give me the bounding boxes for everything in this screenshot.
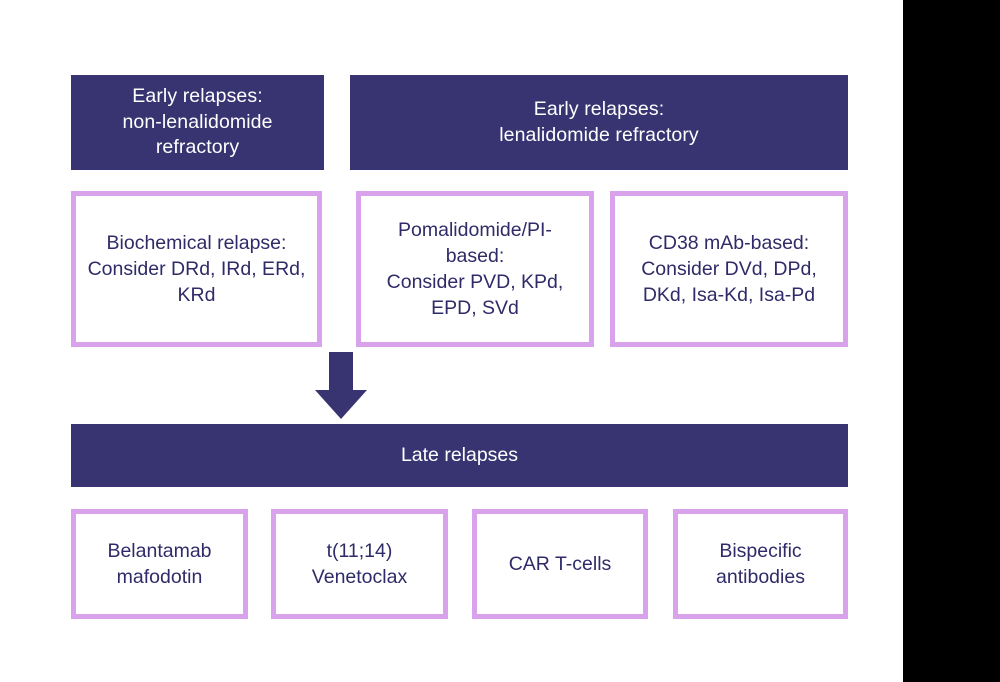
down-arrow-icon (314, 352, 368, 420)
option-box-t1114-venetoclax[interactable]: t(11;14) Venetoclax (271, 509, 448, 619)
header-box-early-non-lenalidomide-refractory: Early relapses: non-lenalidomide refract… (71, 75, 324, 170)
header-box-early-lenalidomide-refractory: Early relapses: lenalidomide refractory (350, 75, 848, 170)
right-black-panel (903, 0, 1000, 682)
option-box-belantamab-mafodotin[interactable]: Belantamab mafodotin (71, 509, 248, 619)
option-box-bispecific-antibodies[interactable]: Bispecific antibodies (673, 509, 848, 619)
option-box-biochemical-relapse[interactable]: Biochemical relapse: Consider DRd, IRd, … (71, 191, 322, 347)
option-box-car-t-cells[interactable]: CAR T-cells (472, 509, 648, 619)
option-box-pomalidomide-pi-based[interactable]: Pomalidomide/PI- based: Consider PVD, KP… (356, 191, 594, 347)
band-late-relapses: Late relapses (71, 424, 848, 487)
option-box-cd38-mab-based[interactable]: CD38 mAb-based: Consider DVd, DPd, DKd, … (610, 191, 848, 347)
